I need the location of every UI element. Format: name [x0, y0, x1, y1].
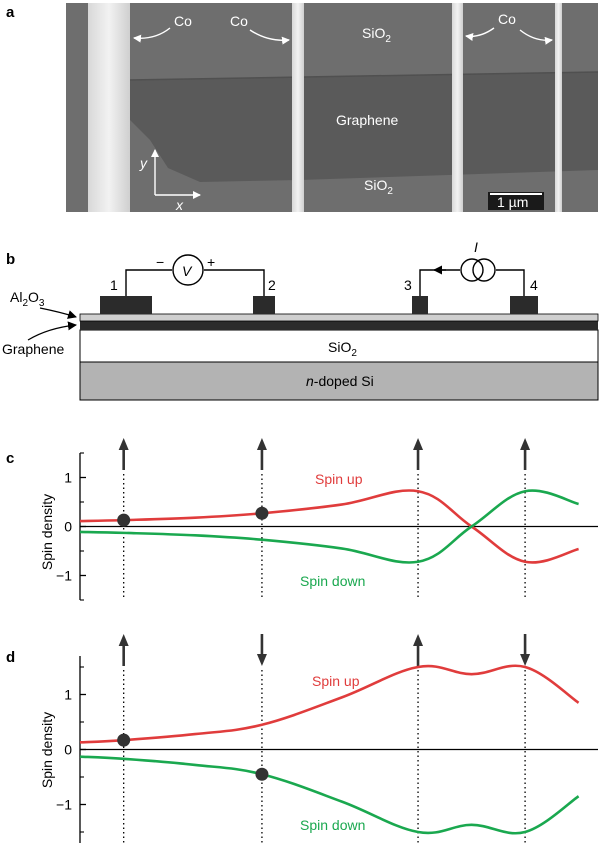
scale-bar-box — [488, 192, 544, 210]
panel-label-d: d — [6, 649, 15, 666]
x-axis-label: x — [175, 197, 184, 213]
si-substrate — [79, 361, 599, 401]
co-label-left: Co — [174, 13, 192, 29]
current-source-circle-1 — [460, 258, 484, 282]
co-electrode-4 — [555, 3, 562, 212]
co-arrow-mid — [249, 29, 290, 45]
y-tick-label: 1 — [64, 470, 72, 486]
voltmeter-label: V — [182, 263, 193, 279]
spin-arrow-up-head — [520, 438, 531, 450]
graphene-flake — [128, 72, 598, 182]
sio2-bottom-label: SiO2 — [364, 177, 393, 197]
graphene-layer — [80, 321, 598, 330]
co-arrow-right-b — [519, 29, 553, 45]
panel-label-a: a — [6, 4, 15, 21]
measurement-marker — [117, 513, 131, 527]
y-axis-label: Spin density — [39, 494, 55, 570]
plus-sign: + — [207, 254, 215, 270]
y-tick-label: −1 — [56, 797, 72, 813]
co-arrow-left — [133, 27, 171, 43]
spin-arrow-down-head — [256, 654, 267, 666]
spin-arrow-up-head — [256, 438, 267, 450]
y-axis-label: Spin density — [39, 712, 55, 788]
graphene-side-label: Graphene — [2, 341, 64, 357]
spin-down-label: Spin down — [300, 817, 365, 833]
al2o3-layer — [79, 313, 599, 322]
si-label: n-doped Si — [306, 373, 374, 389]
spin-down-line — [79, 755, 580, 835]
panel-b: b V − + I 1 2 3 4 Al2O3 Graphene — [2, 239, 599, 401]
al2o3-label: Al2O3 — [10, 289, 45, 309]
contact-1 — [100, 296, 152, 314]
current-source-circle-2 — [472, 258, 496, 282]
scale-label: 1 µm — [497, 194, 528, 210]
spin-up-line — [79, 664, 580, 744]
wire-v-right — [204, 269, 265, 296]
graphene-edge — [127, 71, 599, 81]
contact-label-2: 2 — [268, 277, 276, 293]
spin-arrow-up-head — [118, 438, 129, 450]
spin-up-label: Spin up — [315, 471, 363, 487]
panel-a: a Co Co Co SiO2 Graphene SiO2 y x 1 µm — [6, 3, 599, 213]
minus-sign: − — [156, 254, 164, 270]
co-electrode-1 — [88, 3, 130, 212]
current-label: I — [474, 239, 478, 255]
contact-3 — [412, 296, 428, 314]
sio2-top-label: SiO2 — [362, 25, 391, 45]
y-tick-label: −1 — [56, 568, 72, 584]
wire-i-right — [496, 269, 525, 296]
co-electrode-3 — [452, 3, 463, 212]
contact-label-1: 1 — [110, 277, 118, 293]
panel-label-c: c — [6, 450, 14, 467]
spin-down-label: Spin down — [300, 573, 365, 589]
sio2-label: SiO2 — [328, 339, 357, 359]
y-axis-label: y — [139, 155, 148, 171]
co-arrow-right-a — [465, 27, 495, 41]
voltmeter-icon — [172, 254, 204, 286]
contact-4 — [510, 296, 538, 314]
measurement-marker — [255, 506, 269, 520]
wire-i-left — [419, 269, 460, 296]
contact-label-4: 4 — [530, 277, 538, 293]
spin-arrow-down-head — [520, 654, 531, 666]
spin-up-label: Spin up — [312, 673, 360, 689]
y-tick-label: 0 — [64, 519, 72, 535]
spin-arrow-up-head — [413, 634, 424, 646]
graphene-arrow — [27, 321, 77, 341]
sio2-layer — [79, 329, 599, 363]
graphene-label: Graphene — [336, 112, 398, 128]
wire-v-left — [125, 269, 172, 296]
measurement-marker — [255, 767, 269, 781]
measurement-marker — [117, 733, 131, 747]
spin-arrow-up-head — [118, 634, 129, 646]
co-label-right: Co — [498, 11, 516, 27]
spin-down-line — [79, 489, 579, 564]
spin-up-line — [79, 489, 579, 564]
co-label-mid: Co — [230, 13, 248, 29]
co-electrode-2 — [292, 3, 304, 212]
y-tick-label: 1 — [64, 687, 72, 703]
contact-label-3: 3 — [404, 277, 412, 293]
y-tick-label: 0 — [64, 742, 72, 758]
spin-arrow-up-head — [413, 438, 424, 450]
contact-2 — [253, 296, 275, 314]
al2o3-arrow — [39, 307, 77, 319]
panel-label-b: b — [6, 251, 15, 268]
